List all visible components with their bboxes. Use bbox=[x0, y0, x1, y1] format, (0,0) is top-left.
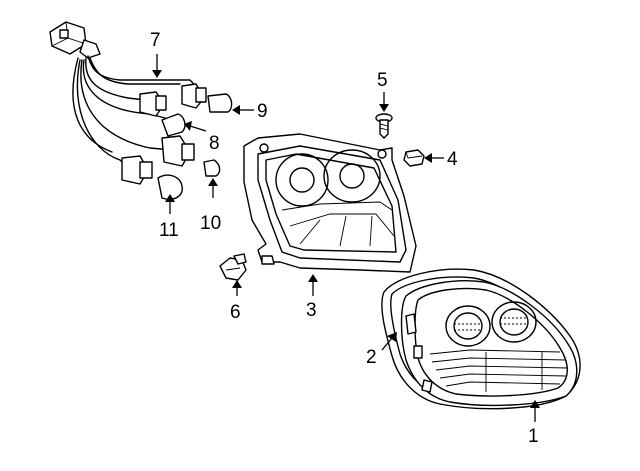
callout-4: 4 bbox=[447, 149, 458, 170]
callout-3: 3 bbox=[306, 300, 317, 321]
clip bbox=[219, 253, 247, 281]
wiring-harness bbox=[49, 21, 233, 200]
nut bbox=[403, 149, 425, 167]
callout-2: 2 bbox=[366, 347, 377, 368]
callout-arrows bbox=[152, 54, 540, 422]
callout-8: 8 bbox=[209, 133, 220, 154]
callout-6: 6 bbox=[230, 302, 241, 323]
screw bbox=[375, 113, 393, 139]
callout-1: 1 bbox=[528, 426, 539, 447]
callout-11: 11 bbox=[159, 220, 179, 241]
headlamp-assembly bbox=[381, 268, 581, 410]
headlamp-housing bbox=[243, 133, 417, 273]
callout-10: 10 bbox=[200, 213, 221, 234]
callout-9: 9 bbox=[257, 101, 268, 122]
callout-labels: 7 9 8 10 11 5 4 6 3 2 1 bbox=[150, 30, 539, 447]
callout-7: 7 bbox=[150, 30, 161, 51]
callout-5: 5 bbox=[377, 70, 388, 91]
